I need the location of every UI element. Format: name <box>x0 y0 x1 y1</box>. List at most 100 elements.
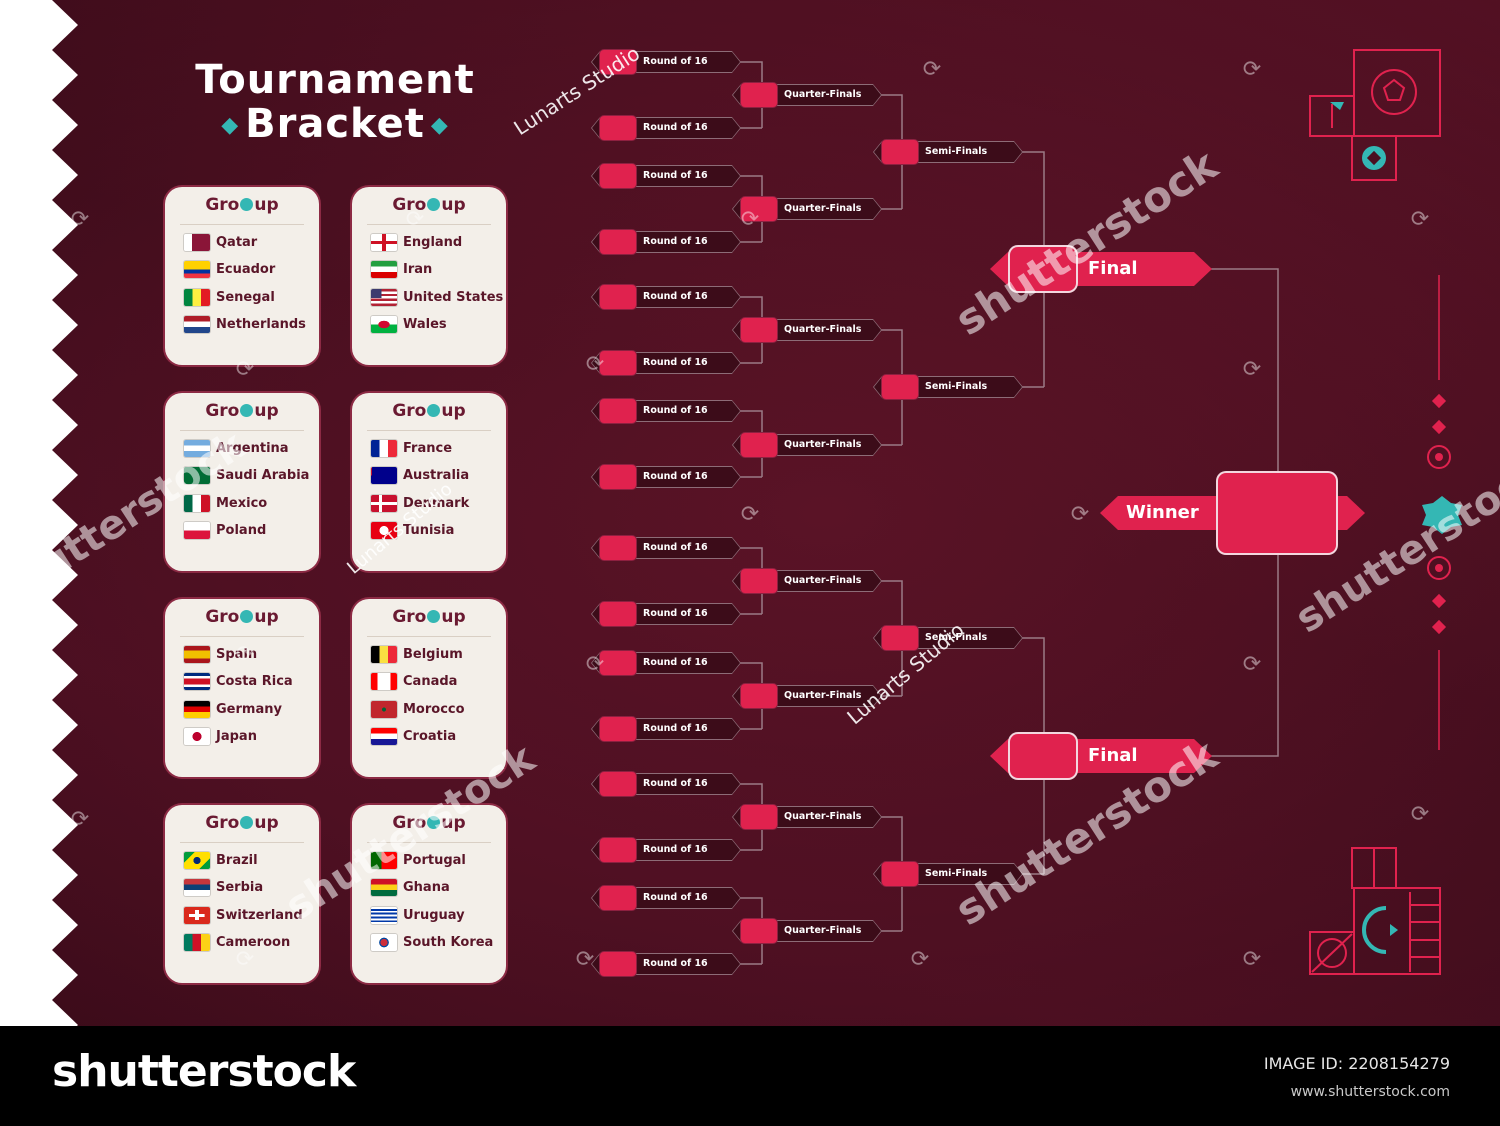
portugal-flag-icon <box>371 851 397 869</box>
group-header-text: up <box>441 813 466 833</box>
team-slot-box[interactable] <box>741 197 777 221</box>
team-row: Brazil <box>184 850 258 870</box>
divider <box>180 842 304 843</box>
site-url[interactable]: www.shutterstock.com <box>1290 1084 1450 1100</box>
watermark-logo-icon: ⟳ <box>1410 207 1430 232</box>
band-label: Final <box>1088 745 1138 766</box>
team-slot-box[interactable] <box>741 684 777 708</box>
ecuador-flag-icon <box>184 261 210 278</box>
slot-label: Round of 16 <box>643 723 708 734</box>
footer-logo[interactable]: shutterstock <box>52 1046 356 1097</box>
title-line1: Tournament <box>195 57 475 103</box>
qatar-flag-icon <box>184 233 210 251</box>
team-slot-box[interactable] <box>600 886 636 910</box>
divider <box>367 430 491 431</box>
team-slot-box[interactable] <box>882 626 918 650</box>
round-of-16-slot: Round of 16 <box>592 886 740 910</box>
team-slot-box[interactable] <box>741 805 777 829</box>
team-slot-box[interactable] <box>600 717 636 741</box>
watermark-logo-icon: ⟳ <box>235 947 255 972</box>
saudi-flag-icon <box>184 467 210 484</box>
round-of-16-slot: Round of 16 <box>592 351 740 375</box>
team-slot-box[interactable] <box>600 351 636 375</box>
round-of-16-slot: Round of 16 <box>592 536 740 560</box>
semi-final-slot: Semi-Finals <box>874 140 1022 164</box>
team-slot-box[interactable] <box>600 838 636 862</box>
stadium-ornament-top <box>1309 49 1441 181</box>
team-slot-box[interactable] <box>600 952 636 976</box>
team-row: Japan <box>184 727 257 747</box>
team-name: Denmark <box>403 495 470 511</box>
team-name: Croatia <box>403 729 457 744</box>
costarica-flag-icon <box>184 673 210 690</box>
team-slot-box[interactable] <box>600 116 636 140</box>
group-header-text: up <box>254 813 279 833</box>
brazil-flag-icon <box>184 851 210 869</box>
ball-icon <box>240 198 254 211</box>
team-slot-box[interactable] <box>882 375 918 399</box>
quarter-final-slot: Quarter-Finals <box>733 83 881 107</box>
group-header-text: up <box>254 195 279 215</box>
team-slot-box[interactable] <box>882 862 918 886</box>
final-slot-box[interactable] <box>1010 734 1076 778</box>
team-slot-box[interactable] <box>600 465 636 489</box>
stadium-ornament-bottom <box>1309 847 1441 975</box>
team-slot-box[interactable] <box>600 285 636 309</box>
team-name: Wales <box>403 317 447 332</box>
team-slot-box[interactable] <box>741 569 777 593</box>
team-slot-box[interactable] <box>600 164 636 188</box>
quarter-final-slot: Quarter-Finals <box>733 197 881 221</box>
team-slot-box[interactable] <box>600 602 636 626</box>
round-of-16-slot: Round of 16 <box>592 838 740 862</box>
team-slot-box[interactable] <box>600 651 636 675</box>
round-of-16-slot: Round of 16 <box>592 772 740 796</box>
quarter-final-slot: Quarter-Finals <box>733 569 881 593</box>
slot-label: Quarter-Finals <box>784 811 862 822</box>
ball-icon <box>427 198 441 211</box>
team-name: France <box>403 440 453 456</box>
team-row: South Korea <box>371 933 493 953</box>
watermark-logo-icon: ⟳ <box>235 357 255 382</box>
team-slot-box[interactable] <box>741 318 777 342</box>
team-row: Switzerland <box>184 905 303 925</box>
winner-slot-box[interactable] <box>1218 473 1336 553</box>
team-name: Australia <box>403 468 470 483</box>
team-slot-box[interactable] <box>600 230 636 254</box>
team-row: Senegal <box>184 287 275 307</box>
netherlands-flag-icon <box>184 316 210 333</box>
team-slot-box[interactable] <box>741 919 777 943</box>
final-slot-box[interactable] <box>1010 247 1076 291</box>
watermark-logo-icon: ⟳ <box>585 652 605 677</box>
team-slot-box[interactable] <box>741 83 777 107</box>
team-name: Morocco <box>403 701 465 717</box>
team-slot-box[interactable] <box>600 50 636 74</box>
team-row: Australia <box>371 466 469 486</box>
watermark-logo-icon: ⟳ <box>1070 502 1090 527</box>
team-row: Wales <box>371 315 447 335</box>
england-flag-icon <box>371 233 397 251</box>
group-header-text: Gro <box>205 813 240 833</box>
team-row: Poland <box>184 521 266 541</box>
team-name: Cameroon <box>216 935 291 950</box>
team-slot-box[interactable] <box>882 140 918 164</box>
group-header-text: up <box>254 607 279 627</box>
team-row: Ghana <box>371 878 450 898</box>
croatia-flag-icon <box>371 728 397 745</box>
denmark-flag-icon <box>371 494 397 512</box>
australia-flag-icon <box>371 467 397 484</box>
team-slot-box[interactable] <box>600 399 636 423</box>
team-slot-box[interactable] <box>600 536 636 560</box>
team-slot-box[interactable] <box>600 772 636 796</box>
team-slot-box[interactable] <box>741 433 777 457</box>
team-name: Tunisia <box>403 523 455 538</box>
uruguay-flag-icon <box>371 906 397 924</box>
team-name: Serbia <box>216 880 264 895</box>
germany-flag-icon <box>184 700 210 718</box>
band-label: Final <box>1088 258 1138 279</box>
footer: shutterstock IMAGE ID: 2208154279 www.sh… <box>0 1026 1500 1126</box>
